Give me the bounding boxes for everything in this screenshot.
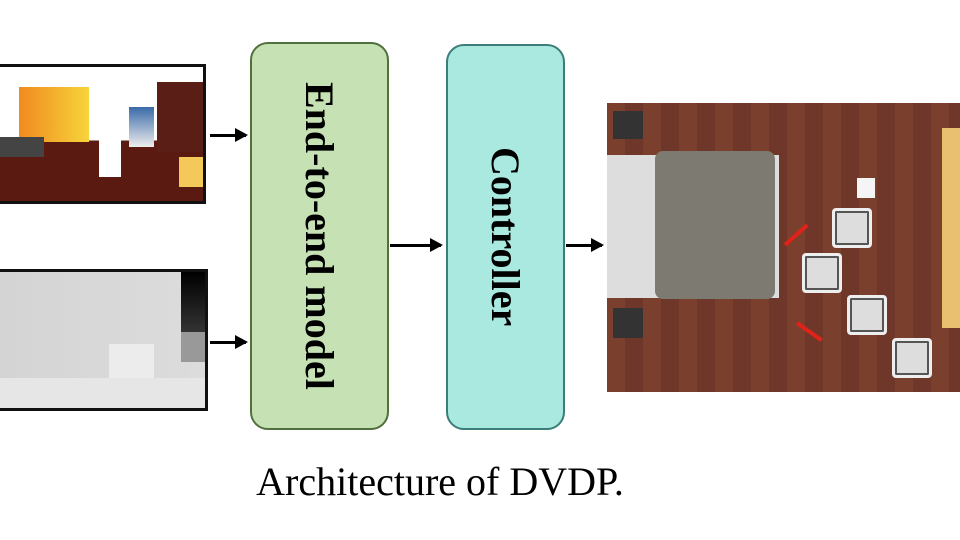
rgb-input-image [0,64,206,204]
robot-pose-4 [892,338,932,378]
depth-mid-region [181,332,205,362]
robot-pose-1 [832,208,872,248]
side-table [942,128,960,328]
arrow-controller-to-scene [566,238,604,252]
depth-floor [0,378,205,408]
arrow-model-to-controller [390,238,443,252]
end-to-end-model-block: End-to-end model [250,42,389,430]
window [129,107,154,147]
pillar [99,97,121,177]
blanket [655,151,775,299]
robot-pose-3 [847,295,887,335]
output-scene-image [607,103,960,392]
nightstand-top [613,111,643,139]
wardrobe [19,87,89,142]
robot-pose-2 [802,253,842,293]
table [179,157,203,187]
door [157,82,203,152]
motion-arrow-down [795,321,823,342]
arrow-depth-to-model [210,335,248,349]
motion-arrow-up [783,223,809,247]
paper [857,178,875,198]
controller-block: Controller [446,44,565,430]
nightstand-bottom [613,308,643,338]
depth-input-image [0,269,208,411]
figure-caption: Architecture of DVDP. [256,459,624,504]
arrow-rgb-to-model [210,128,248,142]
bed [0,137,44,157]
depth-far-region [181,272,205,332]
